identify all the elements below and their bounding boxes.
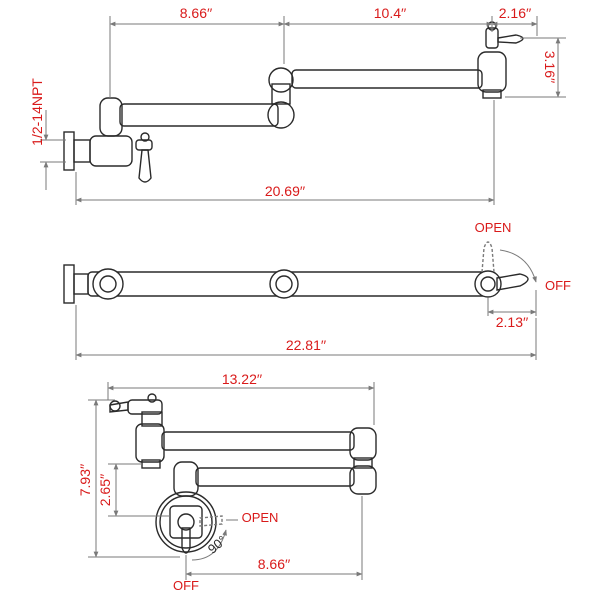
mid-spout-end <box>474 241 529 298</box>
dim-top-left-span: 8.66′′ <box>180 5 213 21</box>
dim-top-spout-height: 3.16′′ <box>542 51 558 84</box>
inlet-valve-body <box>89 135 133 167</box>
dim-top-overall: 20.69′′ <box>265 183 306 199</box>
dim-mid-handle: 2.13′′ <box>496 314 529 330</box>
bottom-label-off: OFF <box>173 578 199 593</box>
bottom-wall-valve <box>155 491 223 554</box>
bottom-view-dimensions <box>88 382 375 580</box>
joint-1 <box>99 97 123 137</box>
mid-joint-1 <box>92 268 124 300</box>
middle-view <box>63 241 529 304</box>
dim-bottom-offset: 2.65′′ <box>97 473 113 506</box>
dim-mid-overall: 22.81′′ <box>286 337 327 353</box>
dim-top-mid-span: 10.4′′ <box>374 5 407 21</box>
mid-label-off: OFF <box>545 278 571 293</box>
mid-label-open: OPEN <box>475 220 512 235</box>
dim-bottom-width: 13.22′′ <box>222 371 263 387</box>
inlet-fitting <box>73 139 91 163</box>
top-view-dimensions <box>40 16 566 205</box>
dim-top-thread: 1/2-14NPT <box>29 78 45 146</box>
bottom-rotation-arc <box>191 529 227 561</box>
dim-top-spout-width: 2.16′′ <box>499 5 532 21</box>
bottom-spout-valve <box>109 393 165 469</box>
arm-2 <box>291 69 483 89</box>
bottom-base-joint <box>173 461 199 497</box>
elbow-joint-top <box>267 67 295 129</box>
mid-inlet-fitting <box>73 273 89 295</box>
mid-rotation-arc <box>499 249 537 283</box>
bottom-elbow <box>349 427 377 495</box>
dim-bottom-arm: 8.66′′ <box>258 556 291 572</box>
bottom-arm-upper <box>161 431 355 451</box>
mid-wall-flange <box>63 264 75 304</box>
middle-view-dimensions <box>75 249 537 360</box>
bottom-label-open: OPEN <box>242 510 279 525</box>
dim-bottom-height: 7.93′′ <box>77 463 93 496</box>
bottom-view <box>109 393 377 554</box>
wall-flange <box>63 131 75 171</box>
inlet-valve-handle <box>135 132 153 183</box>
top-view <box>63 21 524 183</box>
arm-1 <box>119 103 279 127</box>
mid-joint-2 <box>269 269 299 299</box>
bottom-arm-lower <box>195 467 355 487</box>
spout-top <box>477 21 524 99</box>
